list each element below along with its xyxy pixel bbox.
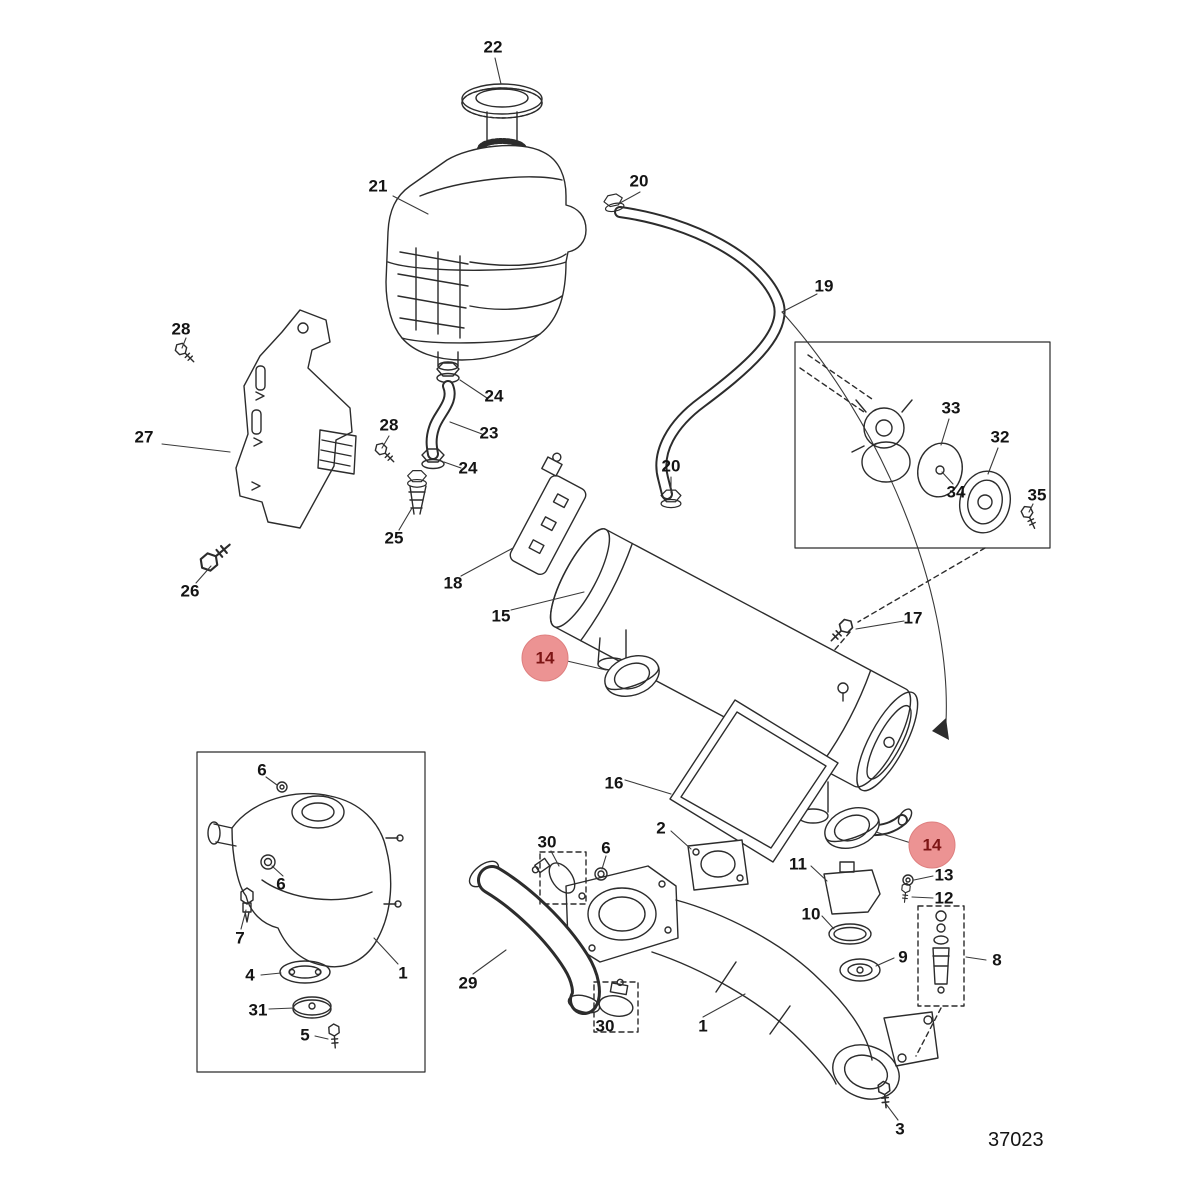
part-label-15: 15 [492,607,511,626]
part-label-16: 16 [605,774,624,793]
part-label-14[interactable]: 14 [923,836,942,855]
gasket-plate-drawing [669,699,839,863]
coolant-reservoir-drawing [385,83,587,371]
part-label-18: 18 [444,574,463,593]
part-label-25: 25 [385,529,404,548]
clamp-sleeve-drawing [509,452,587,576]
inset-manifold-drawing [196,751,426,1073]
part-label-13: 13 [935,866,954,885]
part-label-33: 33 [942,399,961,418]
leader-lines [161,57,1034,1121]
part-label-19: 19 [815,277,834,296]
part-label-2: 2 [656,819,665,838]
part-label-12: 12 [935,889,954,908]
part-label-7: 7 [235,929,244,948]
part-label-27: 27 [135,428,154,447]
part-label-34: 34 [947,483,966,502]
part-label-26: 26 [181,582,200,601]
part-label-32: 32 [991,428,1010,447]
part-label-14[interactable]: 14 [536,649,555,668]
mounting-bracket-drawing [172,309,398,575]
part-label-24: 24 [485,387,504,406]
part-label-6: 6 [257,761,266,780]
part-label-28: 28 [172,320,191,339]
part-label-30: 30 [538,833,557,852]
highlighted-part-marker[interactable] [908,821,956,869]
part-label-8: 8 [992,951,1001,970]
part-label-22: 22 [484,38,503,57]
exhaust-pipe-drawing [468,839,965,1110]
part-label-9: 9 [898,948,907,967]
part-label-20: 20 [662,457,681,476]
part-label-30: 30 [596,1017,615,1036]
part-label-23: 23 [480,424,499,443]
drawing-number: 37023 [988,1129,1044,1151]
part-label-11: 11 [789,855,807,874]
part-label-1: 1 [398,964,407,983]
seal-ring-drawing [824,807,880,849]
part-label-4: 4 [245,966,255,985]
part-label-24: 24 [459,459,478,478]
part-label-10: 10 [802,905,821,924]
seal-ring-drawing [604,655,660,697]
part-label-35: 35 [1028,486,1047,505]
part-label-17: 17 [904,609,923,628]
part-label-6: 6 [601,839,610,858]
upper-hose-drawing [602,192,949,740]
part-label-31: 31 [249,1001,268,1020]
part-label-1: 1 [698,1017,707,1036]
cooler-bolt-drawing [826,616,856,646]
part-label-28: 28 [380,416,399,435]
lower-hose-drawing [407,362,460,515]
part-label-5: 5 [300,1026,309,1045]
part-label-20: 20 [630,172,649,191]
part-label-21: 21 [369,177,388,196]
part-label-6: 6 [276,875,285,894]
part-label-29: 29 [459,974,478,993]
highlighted-part-marker[interactable] [521,634,569,682]
part-label-3: 3 [895,1120,904,1139]
inset-pump-drawing [794,341,1051,675]
